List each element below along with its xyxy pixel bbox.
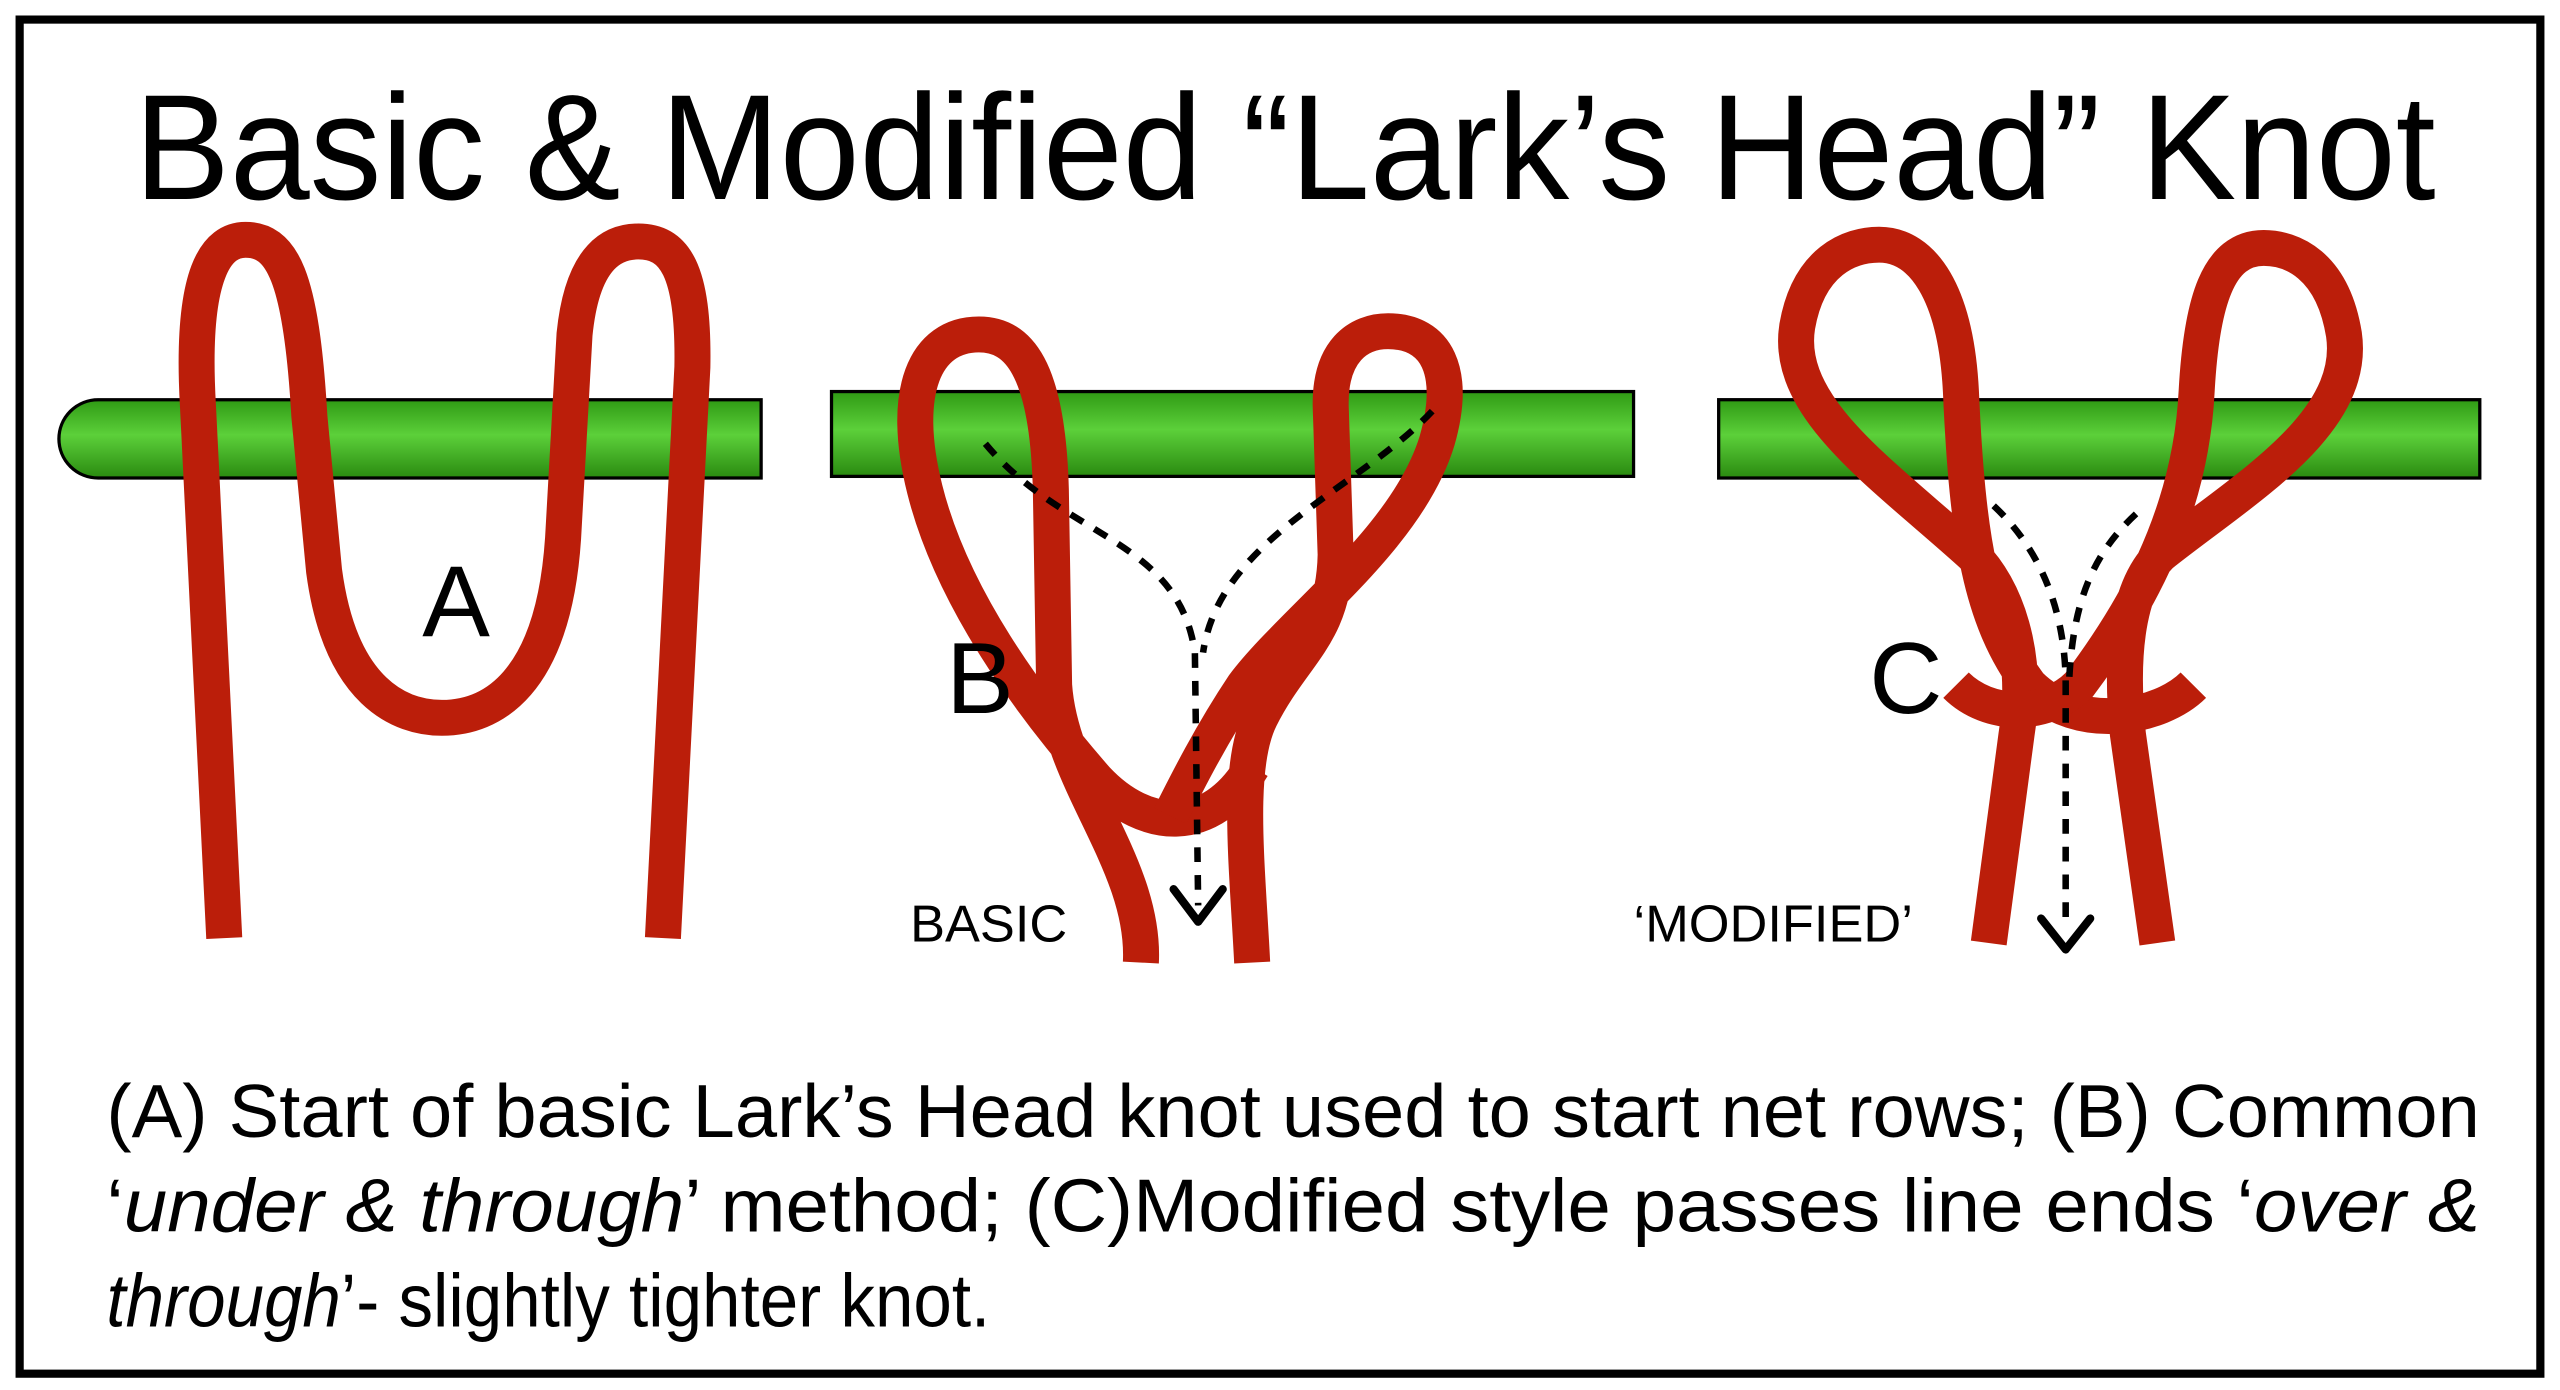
caption-segment-italic: through [106, 1258, 340, 1342]
panel-a: A [57, 221, 763, 940]
arrow-head-c [2037, 914, 2095, 954]
label-a: A [422, 545, 490, 658]
diagram-title: Basic & Modified “Lark’s Head” Knot [134, 63, 2435, 231]
rod-a [57, 398, 763, 480]
caption-segment-italic: under & through [124, 1164, 685, 1248]
caption-line-2: ‘under & through’ method; (C)Modified st… [106, 1164, 2479, 1248]
rope-c-right [1943, 230, 2363, 946]
caption-segment-italic: over & [2254, 1164, 2480, 1248]
label-c: C [1869, 622, 1942, 735]
caption-line-3: through’- slightly tighter knot. [106, 1258, 990, 1342]
rope-b-right [1154, 313, 1463, 964]
caption-segment: ’- slightly tighter knot. [341, 1258, 990, 1342]
caption-segment: ‘ [106, 1164, 123, 1248]
caption: (A) Start of basic Lark’s Head knot used… [106, 1069, 2479, 1342]
label-b: B [946, 622, 1014, 735]
dashed-path-b [982, 408, 1435, 906]
arrow-head-b [1169, 885, 1227, 926]
rope-c-left [1778, 226, 2207, 946]
panel-c: C ‘MODIFIED’ [1634, 226, 2482, 954]
panel-b: B BASIC [829, 313, 1636, 964]
rod-b [829, 389, 1636, 479]
caption-basic: BASIC [910, 895, 1067, 953]
caption-modified: ‘MODIFIED’ [1634, 895, 1913, 953]
rope-a [178, 221, 711, 940]
caption-line-1: (A) Start of basic Lark’s Head knot used… [106, 1069, 2479, 1153]
dashed-path-c [1991, 503, 2139, 922]
rope-b-left [897, 316, 1268, 964]
caption-segment: ’ method; (C)Modified style passes line … [684, 1164, 2254, 1248]
